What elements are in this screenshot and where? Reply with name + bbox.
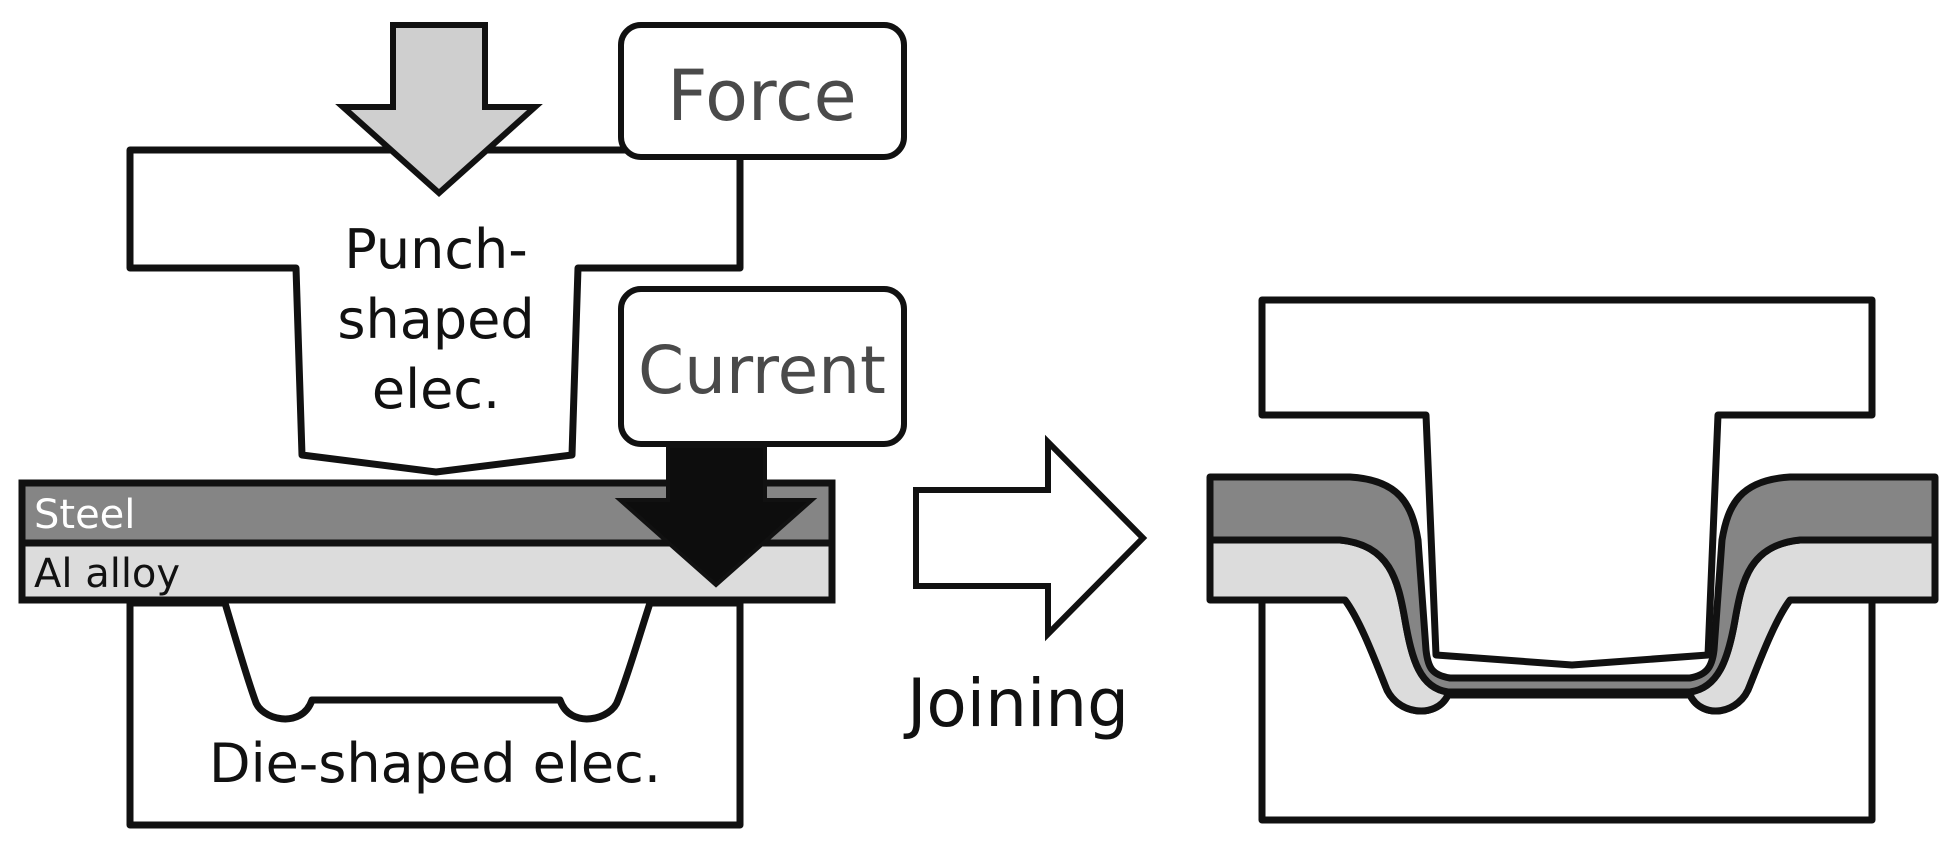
force-label: Force <box>667 55 856 137</box>
steel-label: Steel <box>34 492 135 538</box>
joining-label: Joining <box>903 665 1129 742</box>
joining-arrow <box>913 434 1148 642</box>
current-label: Current <box>638 332 886 409</box>
force-label-box <box>618 22 907 160</box>
joined-punch-electrode <box>1258 296 1876 669</box>
punch-label-line2: shaped <box>337 288 534 351</box>
punch-label-line3: elec. <box>372 358 500 421</box>
joined-steel-layer <box>1206 473 1939 696</box>
al-alloy-label: Al alloy <box>34 551 180 597</box>
die-label: Die-shaped elec. <box>209 732 661 795</box>
after-joining-assembly <box>1206 296 1939 824</box>
die-shaped-electrode <box>126 599 744 829</box>
joining-transition: Joining <box>903 434 1148 742</box>
before-joining-assembly: Force Current Punch- shaped elec. Steel … <box>18 22 907 829</box>
punch-label-line1: Punch- <box>344 218 527 281</box>
punch-shaped-electrode <box>126 146 744 476</box>
force-arrow <box>335 22 543 198</box>
current-arrow <box>614 444 818 588</box>
